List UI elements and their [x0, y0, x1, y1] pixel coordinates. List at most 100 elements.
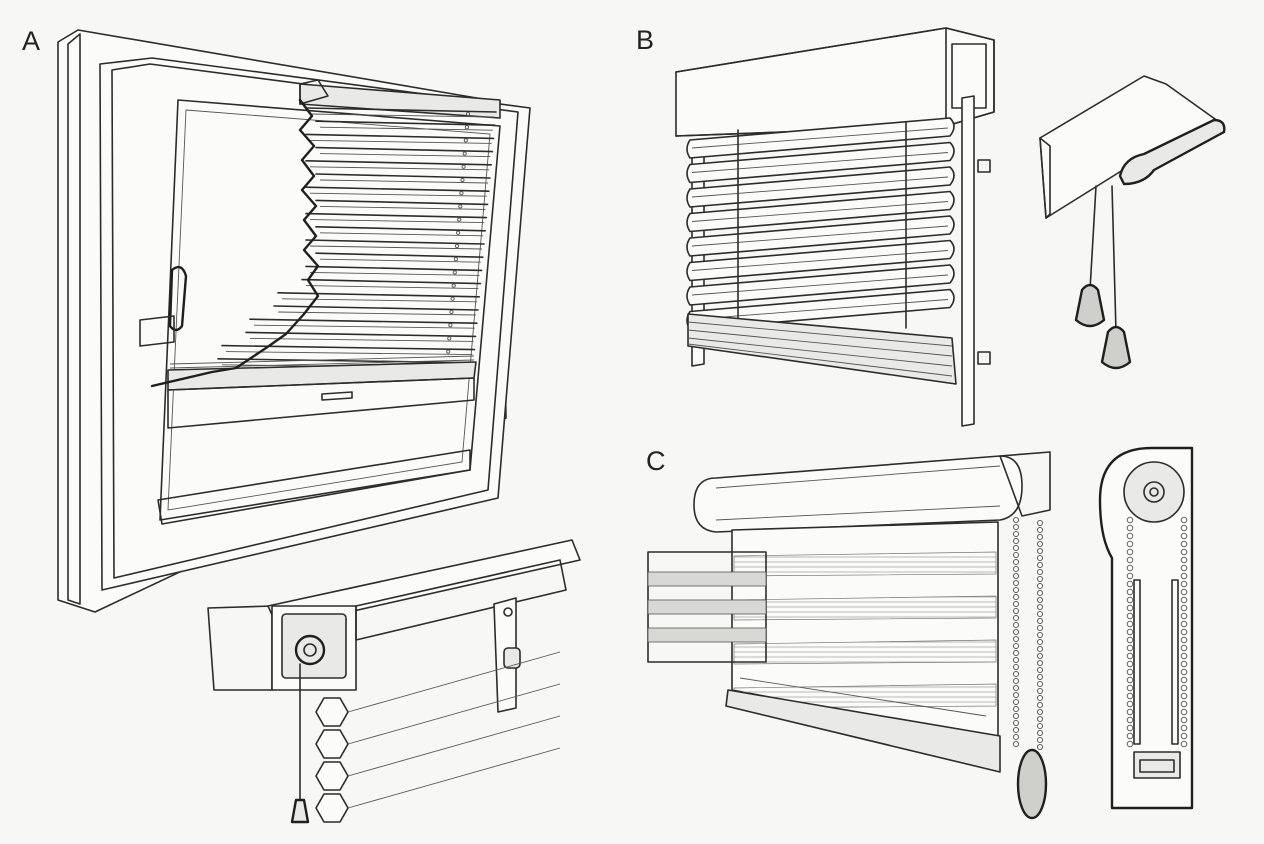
chain-bead: [1012, 600, 1020, 608]
chain-bead: [1180, 604, 1188, 612]
chain-bead: [1036, 694, 1044, 702]
cord-hole: [453, 257, 458, 262]
pleat-fold: [249, 337, 474, 342]
chain-bead: [1180, 532, 1188, 540]
chain-bead: [1036, 589, 1044, 597]
chain-bead: [1012, 523, 1020, 531]
pleat-line: [273, 305, 479, 311]
pleat-fold: [309, 219, 485, 224]
cord-hole: [462, 151, 467, 156]
chain-bead: [1036, 687, 1044, 695]
chain-bead: [1126, 708, 1134, 716]
venetian-headrail-detail: [1039, 75, 1226, 370]
chain-bead: [1126, 740, 1134, 748]
pleat-line: [221, 344, 476, 351]
panel-label-a: A: [22, 26, 41, 56]
pleat-line: [249, 318, 478, 325]
chain-bead: [1036, 568, 1044, 576]
chain-bead: [1126, 524, 1134, 532]
chain-bead: [1036, 533, 1044, 541]
chain-bead: [1180, 644, 1188, 652]
chain-bead: [1180, 740, 1188, 748]
chain-bead: [1180, 668, 1188, 676]
chain-bead: [1012, 551, 1020, 559]
chain-bead: [1036, 666, 1044, 674]
pleat-stack-line: [169, 355, 475, 365]
venetian-blind: [675, 27, 995, 427]
pleat-line: [305, 160, 493, 166]
chain-bead: [1126, 668, 1134, 676]
chain-bead: [1036, 645, 1044, 653]
cord-hole: [452, 270, 457, 275]
fabric-stripe: [733, 639, 997, 665]
chain-bead: [1180, 660, 1188, 668]
chain-bead: [1180, 708, 1188, 716]
cord-hole: [454, 243, 460, 249]
panel-label-c: C: [646, 446, 666, 476]
chain-bead: [1126, 716, 1134, 724]
pleat-fold: [319, 232, 484, 237]
chain-bead: [1012, 663, 1020, 671]
chain-bead: [1180, 676, 1188, 684]
pleat-fold: [319, 179, 489, 184]
cord-hole: [451, 283, 456, 288]
fabric-stripe: [733, 551, 997, 577]
pleat-stack-line: [169, 359, 475, 369]
chain-bead: [1012, 726, 1020, 734]
chain-bead: [1012, 691, 1020, 699]
hex-pleat-cell: [315, 697, 349, 727]
chain-bead: [1126, 636, 1134, 644]
chain-bead: [1180, 692, 1188, 700]
pleat-fold: [319, 258, 481, 263]
chain-bead: [1036, 596, 1044, 604]
chain-bead: [1180, 596, 1188, 604]
hex-pleat-cell: [315, 729, 349, 759]
chain-bead: [1036, 673, 1044, 681]
chain-bead: [1036, 554, 1044, 562]
chain-bead: [1126, 532, 1134, 540]
cord-hole: [457, 217, 462, 222]
chain-bead: [1012, 544, 1020, 552]
chain-bead: [1036, 582, 1044, 590]
chain-bead: [1126, 700, 1134, 708]
chain-bead: [1012, 733, 1020, 741]
cord-hole: [456, 230, 461, 235]
cord-hole: [449, 309, 454, 315]
chain-bead: [1036, 547, 1044, 555]
chain-bead: [1126, 684, 1134, 692]
chain-bead: [1126, 724, 1134, 732]
fabric-stripe: [733, 595, 997, 621]
chain-bead: [1012, 656, 1020, 664]
chain-bead: [1180, 652, 1188, 660]
chain-bead: [1180, 732, 1188, 740]
chain-bead: [1126, 620, 1134, 628]
chain-bead: [1036, 680, 1044, 688]
pleated-headrail-detail: [207, 539, 581, 824]
chain-bead: [1126, 516, 1134, 524]
pleat-fold: [309, 113, 495, 118]
chain-bead: [1036, 631, 1044, 639]
chain-bead: [1126, 556, 1134, 564]
chain-bead: [1180, 516, 1188, 524]
chain-bead: [1036, 519, 1044, 527]
hex-pleat-cell: [315, 761, 349, 791]
chain-bead: [1036, 540, 1044, 548]
chain-bead: [1012, 516, 1020, 524]
chain-bead: [1180, 684, 1188, 692]
pleat-line: [315, 199, 489, 206]
chain-bead: [1012, 593, 1020, 601]
chain-bead: [1126, 692, 1134, 700]
chain-bead: [1126, 548, 1134, 556]
roller-blind: [647, 451, 1051, 820]
cord-hole: [448, 323, 453, 328]
pleat-line: [315, 146, 494, 153]
chain-bead: [1012, 712, 1020, 720]
chain-bead: [1036, 729, 1044, 737]
chain-bead: [1126, 628, 1134, 636]
cord-hole: [463, 138, 468, 143]
pleat-fold: [305, 285, 479, 290]
chain-bead: [1036, 575, 1044, 583]
chain-bead: [1012, 642, 1020, 650]
